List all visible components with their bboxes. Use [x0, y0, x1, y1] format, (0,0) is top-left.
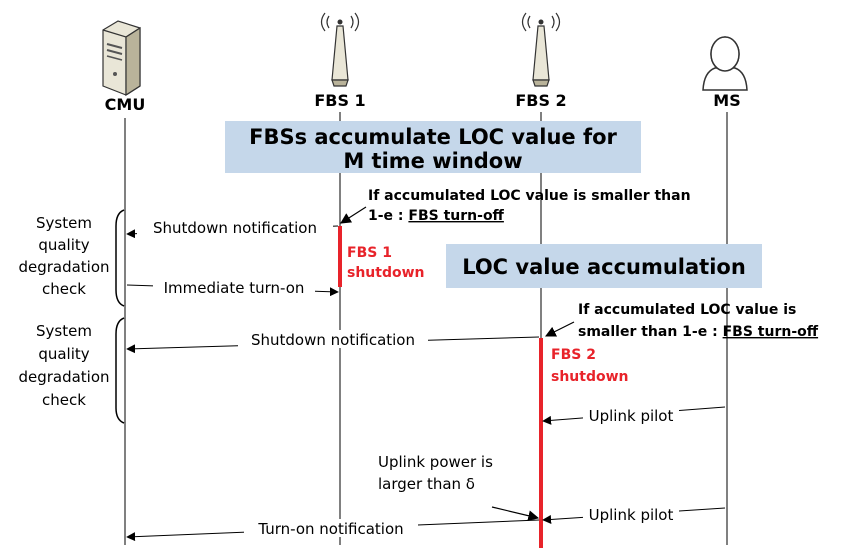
condition1-line2: 1-e : FBS turn-off	[368, 208, 505, 224]
server-tower-icon	[102, 20, 141, 97]
fbs1-shutdown-line2: shutdown	[347, 265, 425, 281]
msg-label-bg	[244, 519, 418, 537]
uplink-power-pointer	[491, 506, 540, 521]
msg-immediate-turn-on-label: Immediate turn-on	[164, 279, 305, 297]
fbs2-shutdown-line2: shutdown	[551, 369, 629, 385]
user-icon	[702, 36, 748, 91]
banner-accumulate-line2: M time window	[343, 149, 522, 173]
actor-label-fbs1: FBS 1	[314, 91, 365, 110]
msg-uplink-pilot-1-label: Uplink pilot	[589, 407, 674, 425]
check2-brace	[115, 317, 125, 424]
check2-line2: quality	[38, 345, 89, 363]
condition1-pointer	[340, 206, 367, 224]
actor-label-fbs2: FBS 2	[515, 91, 566, 110]
check1-line3: degradation	[18, 258, 109, 276]
msg-turn-on-notification-label: Turn-on notification	[257, 520, 403, 538]
check1-line4: check	[42, 280, 86, 298]
fbs2-shutdown-line1: FBS 2	[551, 347, 596, 363]
msg-label-bg	[153, 278, 315, 296]
condition2-pointer	[545, 321, 575, 337]
msg-shutdown-notification-2-label: Shutdown notification	[251, 331, 415, 349]
uplink-power-note-line1: Uplink power is	[378, 453, 493, 471]
check1-brace	[115, 209, 125, 307]
banner-accumulate-box	[225, 121, 641, 173]
check2-line3: degradation	[18, 368, 109, 386]
msg-shutdown-notification-1-label: Shutdown notification	[153, 219, 317, 237]
banner-loc-box	[446, 244, 762, 288]
condition2-line1: If accumulated LOC value is	[578, 302, 796, 318]
uplink-power-note-line2: larger than δ	[378, 475, 475, 493]
condition1-line1: If accumulated LOC value is smaller than	[368, 188, 691, 204]
msg-label-bg	[137, 218, 333, 236]
antenna-tower-icon	[320, 12, 360, 87]
actor-label-cmu: CMU	[105, 95, 146, 114]
check1-line1: System	[36, 214, 92, 232]
check1-line2: quality	[38, 236, 89, 254]
fbs1-shutdown-line1: FBS 1	[347, 245, 392, 261]
msg-label-bg	[583, 505, 679, 523]
check2-line1: System	[36, 322, 92, 340]
msg-uplink-pilot-2-label: Uplink pilot	[589, 506, 674, 524]
condition2-line2: smaller than 1-e : FBS turn-off	[578, 324, 819, 340]
check2-line4: check	[42, 391, 86, 409]
msg-label-bg	[238, 330, 428, 348]
antenna-tower-icon	[521, 12, 561, 87]
banner-loc-text: LOC value accumulation	[462, 255, 746, 279]
banner-accumulate-line1: FBSs accumulate LOC value for	[249, 125, 617, 149]
actor-label-ms: MS	[713, 91, 740, 110]
msg-label-bg	[583, 406, 679, 424]
